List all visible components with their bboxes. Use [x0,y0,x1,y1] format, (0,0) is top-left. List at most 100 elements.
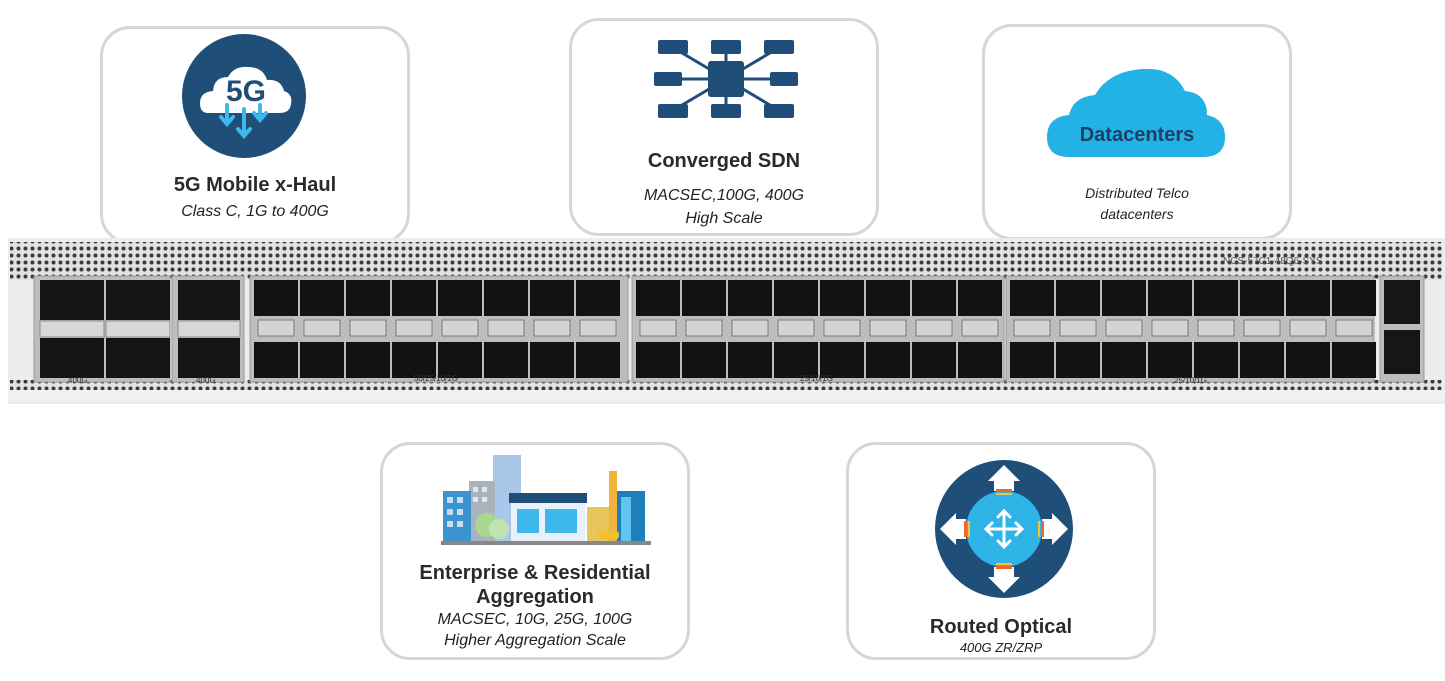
card-subtitle: 400G ZR/ZRP [959,640,1043,655]
sfp-port [530,280,574,316]
sfp-port [1148,280,1192,316]
sfp-port [346,280,390,316]
sfp-port [774,280,818,316]
card-title: 5G Mobile x-Haul [173,174,337,196]
port-latch [639,319,677,337]
port-latch [1105,319,1143,337]
sfp-port [820,280,864,316]
sfp-port [820,342,864,378]
card-subtitle-line1: MACSEC,100G, 400G [643,187,805,204]
sfp-port [1010,280,1054,316]
card-title: Converged SDN [647,150,801,172]
city-buildings-icon [441,455,651,545]
port-latch [105,320,171,338]
qsfp-port [40,338,104,378]
sfp-port [254,280,298,316]
sfp-port [912,280,956,316]
card-title-line1: Enterprise & Residential [419,562,651,584]
sfp-port [1194,280,1238,316]
port-latch [869,319,907,337]
sfp-port [1286,342,1330,378]
card-enterprise-aggregation: Enterprise & Residential Aggregation MAC… [380,442,690,660]
port-latch [1335,319,1373,337]
port-latch [1289,319,1327,337]
port-latch [533,319,571,337]
card-subtitle-line2: High Scale [685,210,763,227]
optical-router-icon [935,460,1073,598]
sfp-port [682,280,726,316]
sfp-port [576,280,620,316]
model-label: NCS-57C1-48Q6-SYS [1223,256,1323,267]
5g-cloud-icon: 5G [182,34,306,158]
sfp-port [636,280,680,316]
sfp-port [728,342,772,378]
card-routed-optical: Routed Optical 400G ZR/ZRP [846,442,1156,660]
sfp-port [1102,280,1146,316]
sfp-port [346,342,390,378]
sfp-port [636,342,680,378]
uplink-port [1384,280,1420,324]
sfp-port [530,342,574,378]
sfp-port [912,342,956,378]
sfp-port [1102,342,1146,378]
card-subtitle-line2: datacenters [1100,206,1174,222]
sfp-port [484,342,528,378]
sfp-port [300,280,344,316]
sfp-port [1148,342,1192,378]
uplink-port [1384,330,1420,374]
cloud-icon [1047,68,1225,157]
sfp-port [300,342,344,378]
port-group-label-1: 400G [68,376,88,385]
switch-front-panel: NCS-57C1-48Q6-SYS 400G 400G 50/25/10/1G … [8,238,1445,404]
sfp-port [1286,280,1330,316]
port-group-label-5: 25/10/1G [1174,376,1207,385]
port-latch [257,319,295,337]
sfp-port [484,280,528,316]
sfp-port [682,342,726,378]
card-5g-mobile-xhaul: 5G 5G Mobile x-Haul Class C, 1G to 400G [100,26,410,244]
port-latch [349,319,387,337]
card-title: Routed Optical [929,616,1073,638]
sfp-port [958,280,1002,316]
port-latch [1243,319,1281,337]
card-subtitle: Class C, 1G to 400G [181,203,329,220]
sfp-port [1240,342,1284,378]
port-latch [1013,319,1051,337]
sfp-port [576,342,620,378]
port-latch [915,319,953,337]
port-group-label-3: 50/25/10/1G [414,374,458,383]
sfp-port [1010,342,1054,378]
port-group-label-2: 400G [196,376,216,385]
card-converged-sdn: Converged SDN MACSEC,100G, 400G High Sca… [569,18,879,236]
port-latch [487,319,525,337]
port-latch [777,319,815,337]
card-subtitle-line2: Higher Aggregation Scale [444,632,626,649]
card-subtitle-line1: MACSEC, 10G, 25G, 100G [437,611,633,628]
port-latch [823,319,861,337]
port-latch [39,320,105,338]
sfp-port [1056,280,1100,316]
port-latch [177,320,241,338]
sfp-port [1056,342,1100,378]
port-latch [1151,319,1189,337]
port-latch [961,319,999,337]
port-latch [579,319,617,337]
cloud-label: Datacenters [1079,124,1195,146]
port-latch [731,319,769,337]
sfp-port [1240,280,1284,316]
card-title-line2: Aggregation [476,586,594,608]
port-latch [441,319,479,337]
sfp-port [728,280,772,316]
port-group-label-4: 25/10/1G [800,374,833,383]
card-datacenters: Datacenters Distributed Telco datacenter… [982,24,1292,240]
sfp-port [392,342,436,378]
sfp-port [958,342,1002,378]
qsfp-port [106,338,170,378]
port-latch [685,319,723,337]
5g-label: 5G [226,75,266,108]
sfp-port [254,342,298,378]
card-subtitle-line1: Distributed Telco [1085,185,1189,201]
sfp-port [1194,342,1238,378]
sfp-port [1332,280,1376,316]
port-latch [1059,319,1097,337]
